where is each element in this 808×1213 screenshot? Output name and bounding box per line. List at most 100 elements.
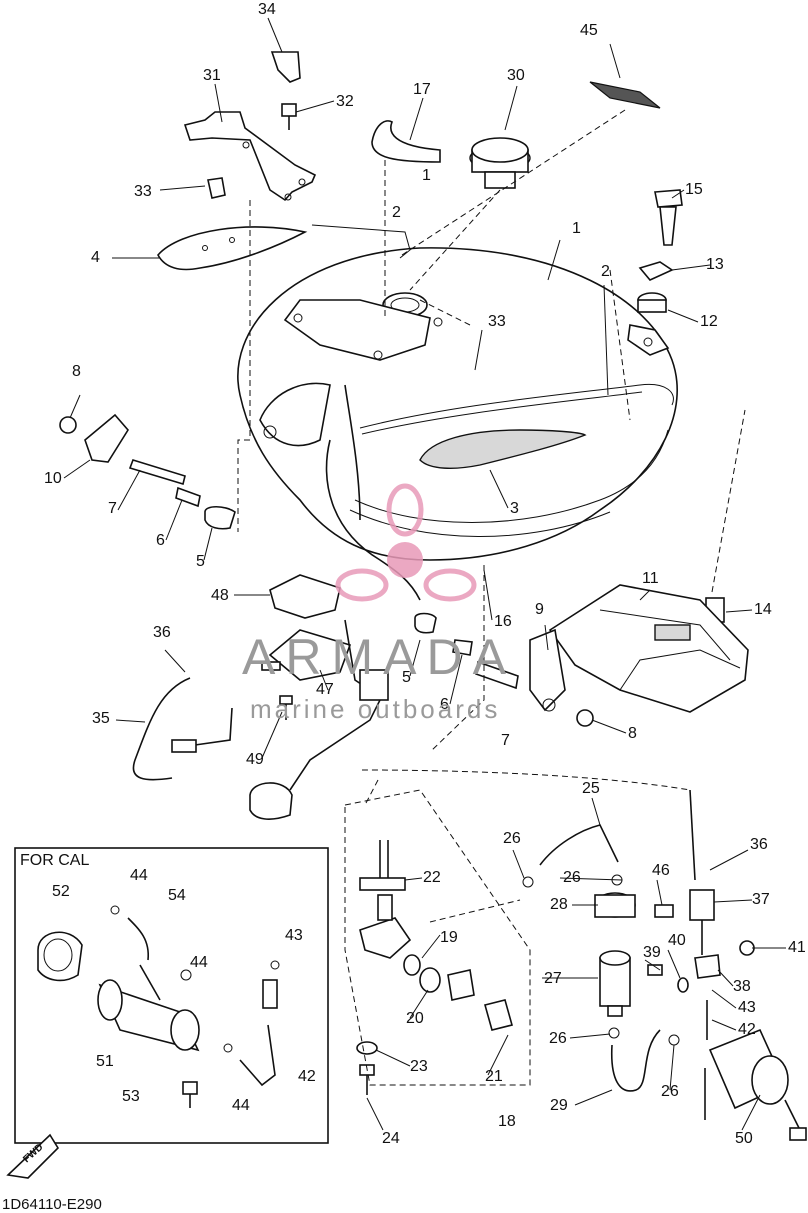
leader-line [609, 43, 621, 79]
callout-label-35: 25 [582, 780, 600, 797]
callout-label-54: 23 [410, 1058, 428, 1075]
callout-label-6: 1 [422, 167, 431, 184]
callout-label-58: 24 [382, 1130, 400, 1147]
callout-label-3: 17 [413, 81, 431, 98]
fuel-tank [237, 247, 678, 561]
bolt-53 [182, 1081, 198, 1108]
inset-callout-label-8: 44 [232, 1097, 250, 1114]
leader-line [117, 469, 141, 511]
leader-line [603, 284, 609, 396]
leader-line [69, 394, 81, 419]
callout-label-5: 45 [580, 22, 598, 39]
watermark-brand: ARMADA [242, 629, 516, 685]
gasket-48 [269, 574, 341, 619]
callout-label-53: 21 [485, 1068, 503, 1085]
hose-25 [539, 824, 619, 866]
inset-callout-label-2: 54 [168, 887, 186, 904]
callout-label-43: 19 [440, 929, 458, 946]
inset-callout-label-1: 52 [52, 883, 70, 900]
bolt-39 [647, 964, 663, 976]
callout-label-19: 6 [156, 532, 165, 549]
leader-line [741, 1094, 761, 1131]
grommet-33 [207, 177, 226, 199]
screw-49 [279, 695, 293, 720]
leader-line [295, 100, 335, 113]
bracket-28 [594, 892, 636, 918]
callout-label-24: 48 [211, 587, 229, 604]
callout-label-40: 46 [652, 862, 670, 879]
callout-label-56: 29 [550, 1097, 568, 1114]
callout-label-23: 14 [754, 601, 772, 618]
leader-line [115, 719, 146, 723]
callout-label-49: 20 [406, 1010, 424, 1027]
leader-line [547, 239, 561, 281]
leader-line [667, 309, 699, 323]
leader-line [409, 97, 424, 141]
breather-hose [325, 439, 421, 601]
leader-line [63, 459, 91, 479]
collar-6b [452, 639, 473, 656]
leader-line [667, 949, 681, 979]
callout-label-25: 36 [153, 624, 171, 641]
leader-line [421, 934, 441, 959]
leader-line [711, 989, 737, 1009]
leader-line [544, 624, 549, 651]
leader-line [214, 83, 223, 123]
callout-label-7: 2 [392, 204, 401, 221]
callout-label-18: 7 [108, 500, 117, 517]
nut-8 [59, 416, 77, 434]
bolt-15 [654, 189, 683, 246]
leader-line [449, 654, 463, 705]
leader-line [717, 969, 734, 987]
damper-12 [637, 292, 667, 313]
fitting-37 [689, 889, 715, 955]
callout-label-39: 26 [563, 869, 581, 886]
hose-54 [127, 917, 150, 961]
washer-23 [356, 1041, 378, 1055]
hose-43 [262, 979, 278, 1009]
leader-line [487, 1034, 509, 1076]
emblem-3 [419, 429, 587, 469]
callout-label-12: 2 [601, 263, 610, 280]
bracket-31 [183, 111, 317, 202]
bolt-7b [475, 660, 519, 690]
leader-line [512, 849, 525, 879]
inset-title: FOR CAL [20, 852, 90, 869]
o-ring-20 [419, 967, 441, 993]
leader-line [709, 849, 749, 871]
leader-line [671, 264, 711, 271]
fuel-cock-22 [359, 840, 412, 959]
leader-line [159, 185, 206, 191]
leader-line [474, 329, 483, 371]
callout-label-21: 3 [510, 500, 519, 517]
callout-label-13: 13 [706, 256, 724, 273]
leader-line [504, 85, 518, 131]
fwd-arrow-icon [6, 1133, 60, 1179]
leader-line [656, 879, 663, 906]
leader-line [409, 989, 429, 1019]
leader-line [404, 877, 423, 881]
washer-40 [677, 977, 689, 993]
inset-callout-label-3: 44 [190, 954, 208, 971]
bracket-38 [694, 954, 721, 979]
callout-label-44: 40 [668, 932, 686, 949]
bolt-46 [654, 904, 674, 918]
inset-callout-label-0: 44 [130, 867, 148, 884]
nut-8b [576, 709, 594, 727]
seat-pad-11 [548, 584, 749, 713]
sender-47 [249, 619, 389, 820]
inset-callout-label-5: 51 [96, 1053, 114, 1070]
group-18-outline [344, 789, 531, 1086]
damper-5 [204, 505, 236, 530]
leader-line [366, 1097, 384, 1131]
hose-42b [239, 1024, 276, 1087]
plate-21 [484, 999, 513, 1031]
callout-label-0: 34 [258, 1, 276, 18]
bracket-9 [529, 628, 566, 712]
watermark-tagline: marine outboards [250, 694, 501, 724]
callout-label-22: 11 [642, 570, 659, 587]
fuel-cap-30 [469, 137, 531, 189]
leader-line [375, 1049, 411, 1067]
cover-4 [157, 226, 308, 271]
inset-for-cal [14, 847, 329, 1144]
